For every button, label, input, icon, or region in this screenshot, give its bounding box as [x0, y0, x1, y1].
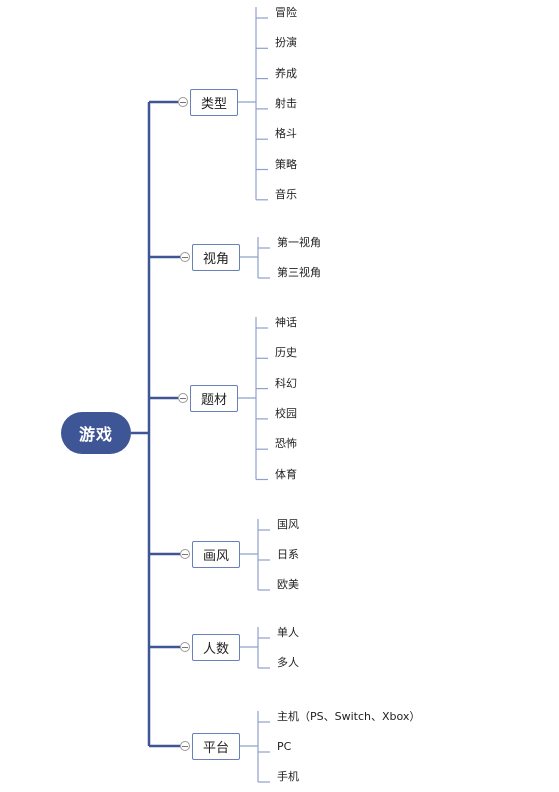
leaf-node[interactable]: 恐怖 — [275, 437, 297, 451]
branch-node[interactable]: 画风 — [192, 540, 240, 568]
leaf-node[interactable]: 神话 — [275, 316, 297, 329]
collapse-toggle-icon[interactable] — [178, 393, 188, 403]
leaf-node[interactable]: 扮演 — [275, 36, 297, 50]
leaf-node[interactable]: 历史 — [275, 346, 297, 360]
branch-node[interactable]: 平台 — [192, 732, 240, 760]
leaf-node[interactable]: 冒险 — [275, 6, 297, 19]
leaf-node[interactable]: 主机（PS、Switch、Xbox） — [277, 710, 421, 723]
leaf-node[interactable]: 体育 — [275, 467, 297, 481]
leaf-node[interactable]: 校园 — [275, 406, 297, 420]
branch-node[interactable]: 题材 — [190, 384, 238, 412]
leaf-node[interactable]: 养成 — [275, 66, 297, 80]
branch-node[interactable]: 视角 — [192, 243, 240, 271]
leaf-node[interactable]: 多人 — [277, 656, 299, 669]
leaf-node[interactable]: 日系 — [277, 548, 299, 561]
collapse-toggle-icon[interactable] — [180, 642, 190, 652]
branch-node[interactable]: 类型 — [190, 88, 238, 116]
branch-node[interactable]: 人数 — [192, 633, 240, 661]
leaf-node[interactable]: 欧美 — [277, 578, 299, 591]
leaf-node[interactable]: 国风 — [277, 518, 299, 531]
leaf-node[interactable]: 策略 — [275, 157, 297, 171]
collapse-toggle-icon[interactable] — [180, 549, 190, 559]
collapse-toggle-icon[interactable] — [180, 741, 190, 751]
leaf-node[interactable]: 射击 — [275, 96, 297, 110]
leaf-node[interactable]: 格斗 — [275, 127, 297, 141]
leaf-node[interactable]: 第一视角 — [277, 236, 321, 249]
root-node[interactable]: 游戏 — [61, 412, 131, 454]
leaf-node[interactable]: 音乐 — [275, 187, 297, 201]
leaf-node[interactable]: 科幻 — [275, 376, 297, 390]
leaf-node[interactable]: 第三视角 — [277, 266, 321, 279]
collapse-toggle-icon[interactable] — [178, 97, 188, 107]
leaf-node[interactable]: PC — [277, 740, 292, 753]
leaf-node[interactable]: 单人 — [277, 626, 299, 639]
collapse-toggle-icon[interactable] — [180, 252, 190, 262]
leaf-node[interactable]: 手机 — [277, 770, 299, 783]
